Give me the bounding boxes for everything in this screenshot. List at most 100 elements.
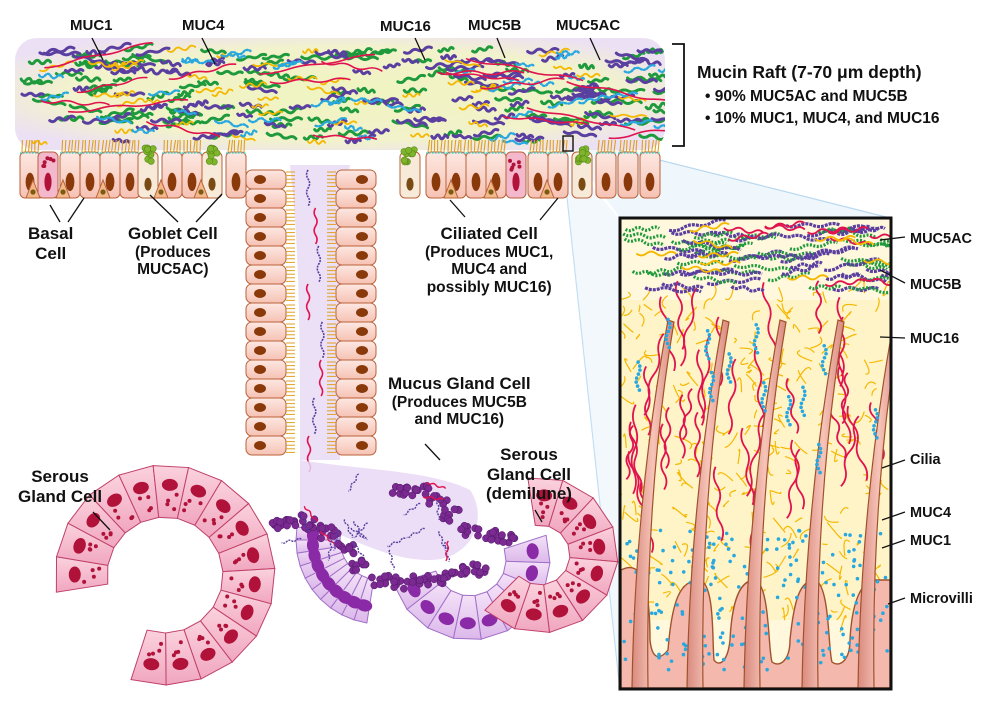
mucin-granule (579, 150, 585, 156)
muc5ac-strand (650, 74, 665, 77)
cilium (648, 140, 649, 152)
mucus-granule (409, 578, 416, 585)
muc1-dot (706, 341, 710, 345)
label-muc1-top: MUC1 (70, 17, 113, 34)
muc1-dot (844, 583, 848, 587)
muc1-dot (684, 648, 688, 652)
muc1-dot (801, 385, 805, 389)
nucleus (602, 173, 611, 191)
muc1-dot (753, 343, 757, 347)
mucus-granule (328, 524, 335, 531)
muc1-dot (670, 659, 674, 663)
muc1-dot (717, 536, 721, 540)
muc1-dot (827, 647, 831, 651)
muc1-dot (675, 603, 679, 607)
muc1-dot (664, 338, 668, 342)
label-title: Mucus Gland Cell (388, 374, 531, 393)
muc1-dot (822, 368, 826, 372)
muc5b-strand (597, 101, 622, 105)
label-serous-gland-cell-left: Serous Gland Cell (18, 467, 102, 506)
label-line: Serous (31, 467, 89, 486)
secretory-granule (508, 159, 512, 163)
mucus-granule (446, 517, 453, 524)
label-sub: (Produces (128, 244, 218, 262)
muc1-dot (716, 653, 720, 657)
secretory-granule (232, 599, 236, 603)
inset-label-muc4: MUC4 (910, 505, 951, 522)
nucleus (188, 173, 197, 191)
nucleus (356, 175, 368, 184)
secretory-granule (545, 505, 549, 509)
nucleus (254, 213, 266, 222)
muc1-dot (762, 656, 766, 660)
nucleus (554, 173, 563, 191)
cilium (645, 140, 646, 152)
secretory-granule (176, 650, 180, 654)
label-basal-cell: Basal Cell (28, 224, 73, 263)
muc1-dot (803, 393, 807, 397)
muc1-dot (722, 668, 726, 672)
nucleus (356, 422, 368, 431)
muc1-dot (800, 401, 804, 405)
nucleus (232, 173, 241, 191)
label-sub: MUC4 and (425, 261, 553, 279)
secretory-granule (576, 571, 580, 575)
muc1-dot (875, 412, 879, 416)
mucus-granule (416, 576, 423, 583)
muc1-dot (783, 578, 787, 582)
muc1-dot (876, 416, 880, 420)
secretory-granule (241, 553, 245, 557)
muc1-dot (707, 652, 711, 656)
mucus-granule (319, 525, 326, 532)
secretory-granule (581, 542, 585, 546)
mucus-granule (448, 569, 455, 576)
secretory-granule (219, 515, 223, 519)
nucleus (254, 194, 266, 203)
muc1-dot (786, 419, 790, 423)
secretory-granule (151, 652, 155, 656)
secretory-granule (206, 640, 210, 644)
label-muc5b-top: MUC5B (468, 17, 521, 34)
secretory-granule (229, 576, 233, 580)
nucleus (356, 308, 368, 317)
secretory-granule (175, 493, 179, 497)
nucleus (198, 189, 203, 194)
muc1-dot (823, 356, 827, 360)
secretory-granule (563, 517, 567, 521)
muc1-dot (657, 609, 661, 613)
muc1-dot (705, 353, 709, 357)
nucleus (144, 178, 151, 191)
duct-ciliated-cell (246, 208, 295, 227)
muc1-dot (708, 333, 712, 337)
label-line: Cell (35, 244, 66, 263)
muc1-dot (638, 368, 642, 372)
secretory-granule (571, 581, 575, 585)
cilium (474, 140, 475, 152)
muc1-dot (821, 571, 825, 575)
muc5b-strand (645, 288, 701, 292)
label-line: Basal (28, 224, 73, 243)
cilium (451, 140, 452, 152)
muc1-dot (788, 555, 792, 559)
muc1-dot (756, 351, 760, 355)
nucleus (254, 365, 266, 374)
label-sub: and MUC16) (388, 411, 531, 429)
muc1-dot (725, 532, 729, 536)
mucus-granule (358, 558, 365, 565)
muc1-dot (788, 423, 792, 427)
muc1-dot (661, 549, 665, 553)
nucleus (448, 189, 453, 194)
secretory-granule (588, 548, 592, 552)
muc1-dot (828, 615, 832, 619)
muc1-dot (764, 624, 768, 628)
nucleus (254, 327, 266, 336)
muc1-dot (874, 408, 878, 412)
muc1-dot (875, 436, 879, 440)
muc1-dot (815, 463, 819, 467)
muc1-dot (819, 661, 823, 665)
muc1-dot (710, 371, 714, 375)
muc5ac-strand (202, 50, 226, 53)
muc1-dot (824, 372, 828, 376)
muc1-dot (856, 577, 860, 581)
label-muc4-top: MUC4 (182, 17, 225, 34)
